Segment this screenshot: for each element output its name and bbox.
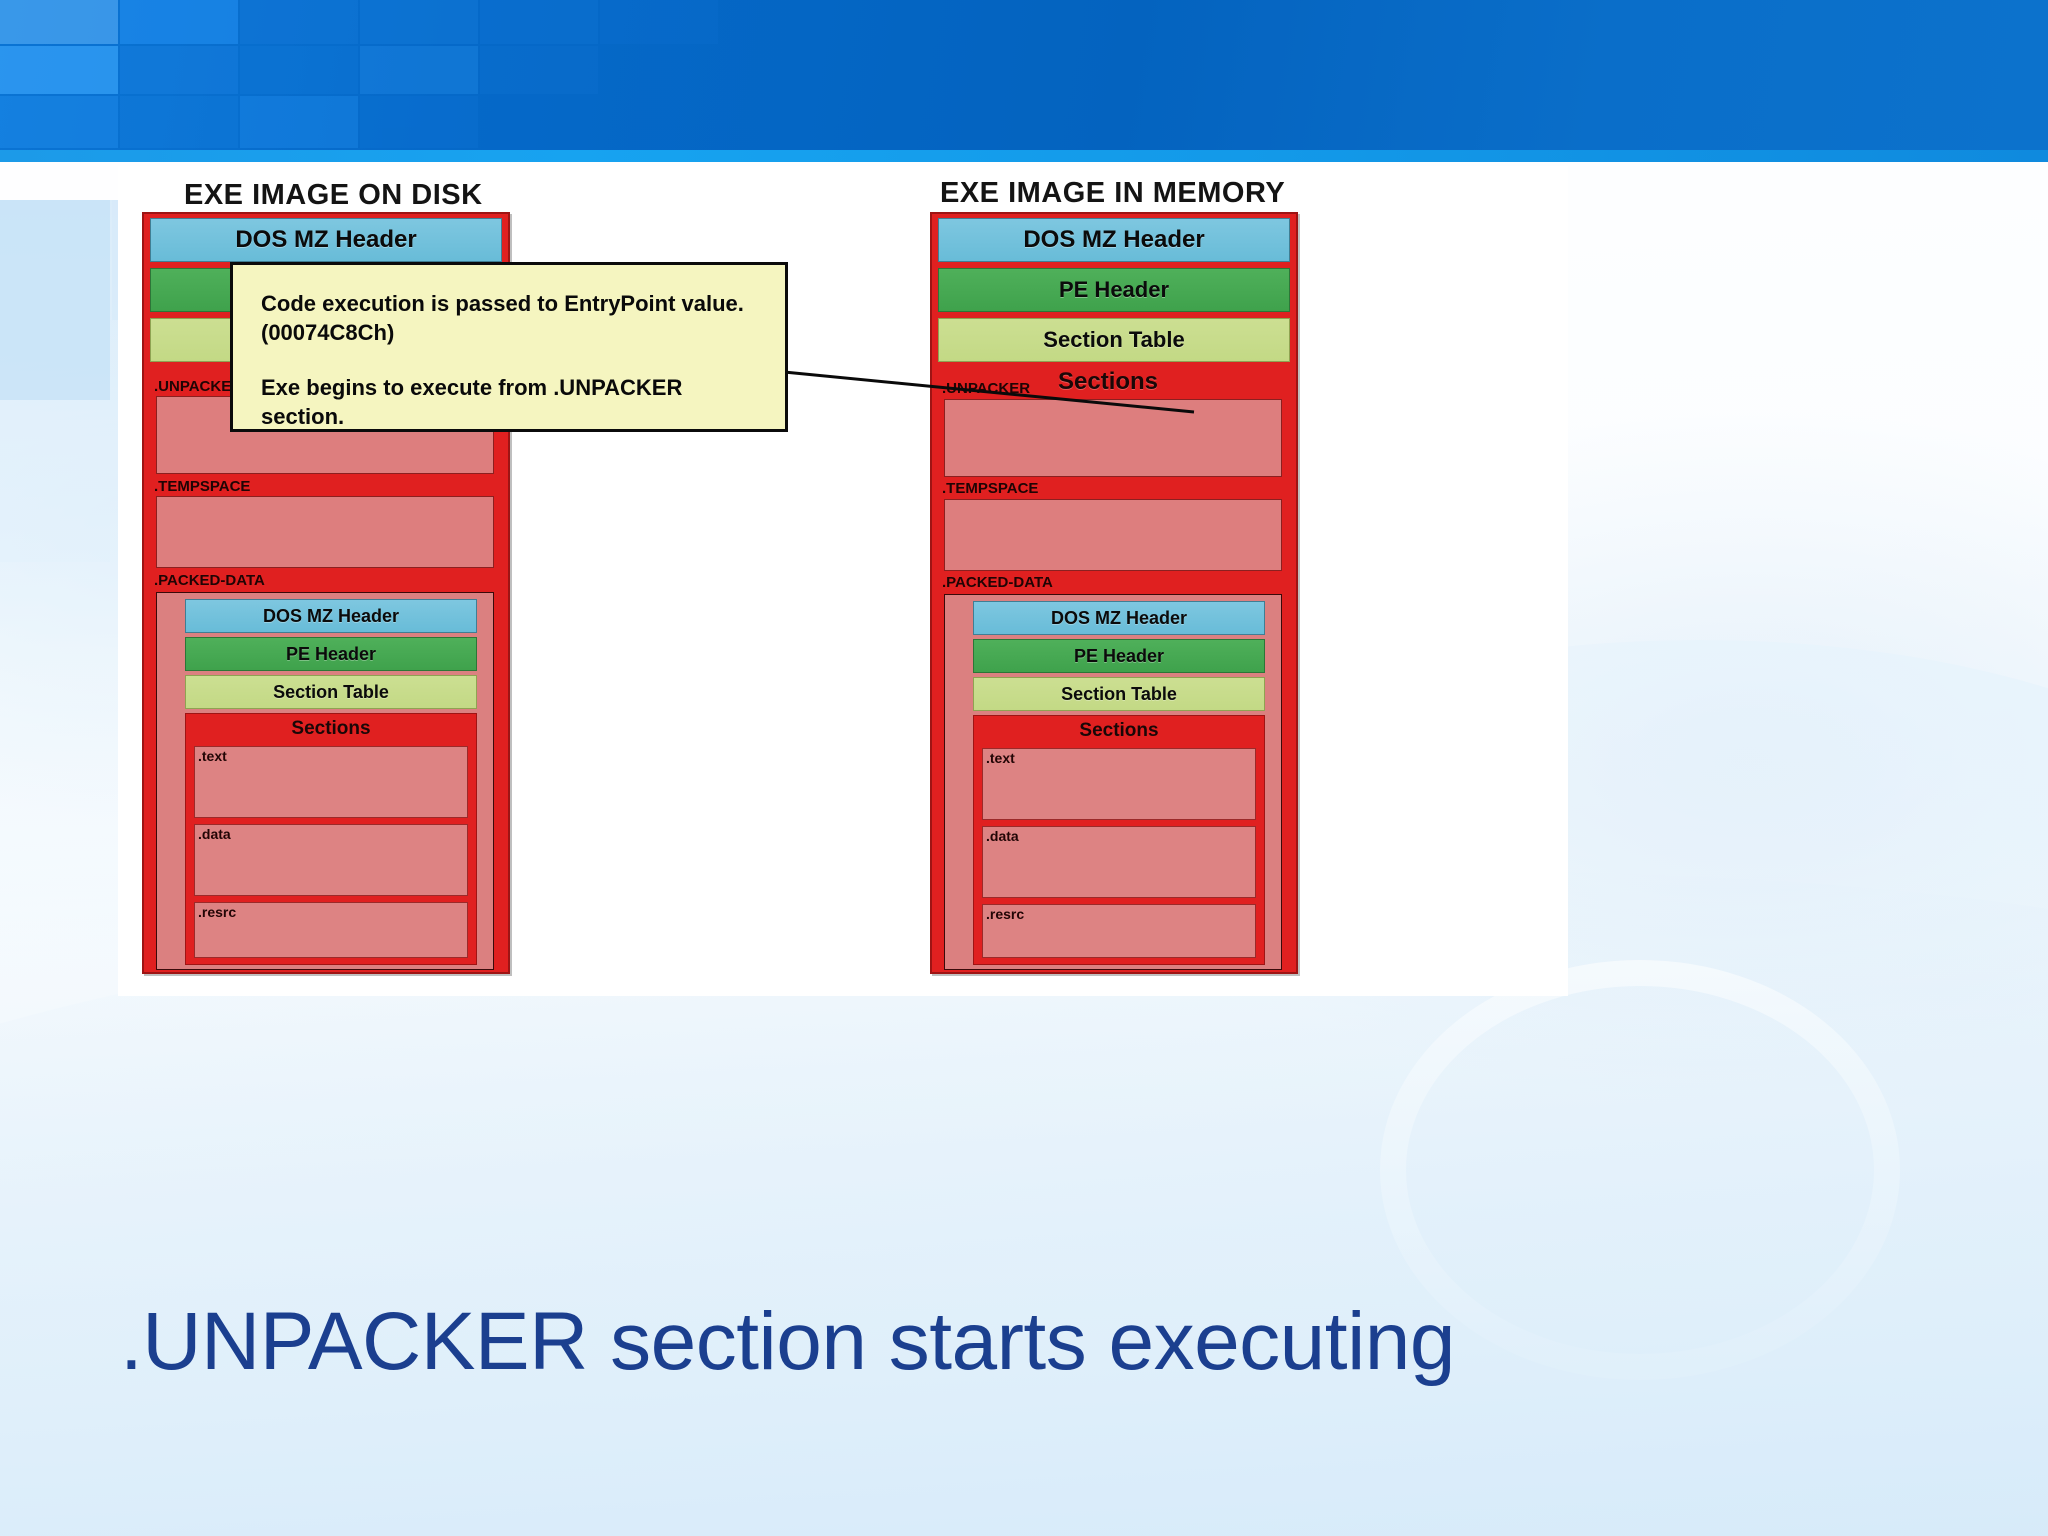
memory-section-box-unpacker <box>944 399 1282 477</box>
memory-nested-section-box-text <box>982 748 1256 820</box>
memory-nested-section-box-data <box>982 826 1256 898</box>
disk-nested-section-name-resrc: .resrc <box>198 904 237 920</box>
memory-sections-label: Sections <box>1058 368 1159 395</box>
memory-band-dos-mz-header: DOS MZ Header <box>938 218 1290 262</box>
pe-structure-diagram: EXE IMAGE ON DISK EXE IMAGE IN MEMORY DO… <box>118 166 1568 996</box>
memory-nested-band-section-table: Section Table <box>973 677 1265 711</box>
disk-nested-section-name-text: .text <box>198 748 227 764</box>
exe-image-on-disk-container: DOS MZ Header PE Header Section Table Se… <box>142 212 510 974</box>
disk-nested-band-dos-mz-header: DOS MZ Header <box>185 599 477 633</box>
disk-nested-sections-label: Sections <box>291 718 371 739</box>
disk-nested-pe-image: DOS MZ Header PE Header Section Table Se… <box>156 592 494 970</box>
memory-nested-pe-image: DOS MZ Header PE Header Section Table Se… <box>944 594 1282 970</box>
disk-nested-section-name-data: .data <box>198 826 231 842</box>
disk-nested-section-box-resrc <box>194 902 468 958</box>
banner-mosaic-pattern <box>0 0 820 150</box>
entrypoint-callout: Code execution is passed to EntryPoint v… <box>230 262 788 432</box>
memory-section-name-packed-data: .PACKED-DATA <box>942 574 1053 591</box>
memory-nested-section-name-resrc: .resrc <box>986 906 1025 922</box>
memory-nested-section-name-data: .data <box>986 828 1019 844</box>
disk-band-dos-mz-header: DOS MZ Header <box>150 218 502 262</box>
disk-nested-section-box-data <box>194 824 468 896</box>
disk-section-box-tempspace <box>156 496 494 568</box>
panel-title-disk: EXE IMAGE ON DISK <box>184 179 483 211</box>
memory-band-section-table: Section Table <box>938 318 1290 362</box>
slide-caption: .UNPACKER section starts executing <box>120 1296 1456 1387</box>
memory-nested-section-box-resrc <box>982 904 1256 958</box>
memory-nested-band-pe-header: PE Header <box>973 639 1265 673</box>
memory-nested-sections-container: Sections .text .data .resrc <box>973 715 1265 965</box>
callout-text-line-1: Code execution is passed to EntryPoint v… <box>261 291 744 345</box>
disk-nested-section-box-text <box>194 746 468 818</box>
disk-nested-band-section-table: Section Table <box>185 675 477 709</box>
disk-nested-band-pe-header: PE Header <box>185 637 477 671</box>
memory-nested-sections-label: Sections <box>1079 720 1159 741</box>
panel-title-memory: EXE IMAGE IN MEMORY <box>940 177 1286 209</box>
banner-accent-line <box>0 150 2048 162</box>
background-square-1 <box>0 200 110 400</box>
disk-section-name-unpacker: .UNPACKER <box>154 378 243 395</box>
disk-nested-sections-container: Sections .text .data .resrc <box>185 713 477 965</box>
background-square-3 <box>0 402 110 562</box>
memory-section-box-tempspace <box>944 499 1282 571</box>
slide-banner <box>0 0 2048 150</box>
memory-nested-section-name-text: .text <box>986 750 1015 766</box>
memory-section-name-tempspace: .TEMPSPACE <box>942 480 1039 497</box>
callout-connector-line <box>783 370 1195 414</box>
callout-text-line-2: Exe begins to execute from .UNPACKER sec… <box>261 375 683 429</box>
exe-image-in-memory-container: DOS MZ Header PE Header Section Table Se… <box>930 212 1298 974</box>
memory-nested-band-dos-mz-header: DOS MZ Header <box>973 601 1265 635</box>
disk-section-name-tempspace: .TEMPSPACE <box>154 478 251 495</box>
memory-band-pe-header: PE Header <box>938 268 1290 312</box>
disk-section-name-packed-data: .PACKED-DATA <box>154 572 265 589</box>
